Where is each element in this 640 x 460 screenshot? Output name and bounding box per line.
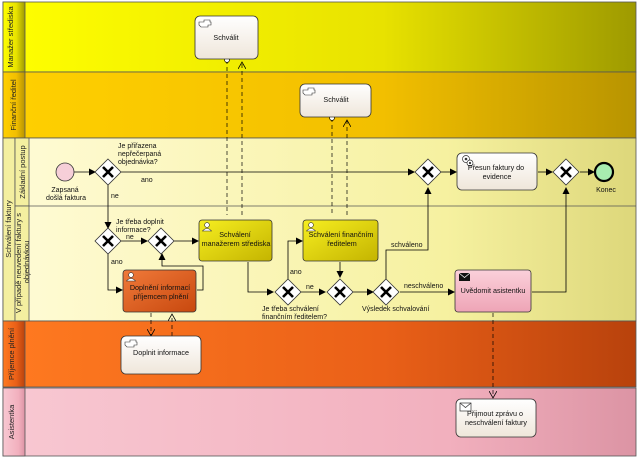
- question-cfo-needed: Je třeba schválení finančním ředitelem?: [262, 306, 327, 321]
- lane-manager: Manažer střediska: [2, 1, 637, 73]
- gateway-cfo-needed[interactable]: [274, 278, 302, 306]
- flow: [107, 254, 123, 294]
- task-transfer-invoice[interactable]: Přesun faktury do evidence: [456, 152, 538, 191]
- task-label-line: ředitelem: [327, 239, 357, 248]
- lane-recipient: Příjemce plnění: [2, 320, 637, 388]
- gateway-merge-end[interactable]: [552, 158, 580, 186]
- question-line: informace?: [116, 227, 151, 234]
- task-label: Přesun faktury do evidence: [468, 163, 526, 181]
- user-task-icon: [305, 222, 317, 232]
- question-complete-info: Je třeba doplnit informace?: [116, 219, 166, 234]
- flow: [287, 237, 303, 280]
- task-label: Schválit: [323, 95, 348, 104]
- task-label: Schválení manažerem střediska: [202, 230, 271, 248]
- flow: [158, 253, 204, 291]
- question-line: objednávka?: [118, 159, 158, 166]
- lane-label-assistant: Asistentka: [7, 404, 16, 439]
- flow-label-ano-sub: ano: [111, 259, 123, 266]
- manual-task-icon: [198, 19, 212, 28]
- lane-label-manager: Manažer střediska: [6, 6, 15, 68]
- task-label-line: Doplnění informací: [130, 283, 190, 292]
- task-label: Doplnění informací příjemcem plnění: [130, 283, 192, 301]
- task-approve-manager[interactable]: Schválit: [194, 15, 259, 60]
- task-label-line: Schválení: [219, 230, 251, 239]
- flow-label-ano-cfo: ano: [290, 269, 302, 276]
- user-task-icon: [125, 272, 137, 282]
- message-flows: [151, 57, 493, 398]
- question-line: Je přiřazena: [118, 143, 157, 150]
- flow-label-vysledek: Výsledek schvalování: [362, 306, 429, 313]
- task-label: Přijmout zprávu o neschválení faktury: [465, 409, 527, 427]
- task-label-line: Přijmout zprávu o: [467, 409, 523, 418]
- start-event[interactable]: [55, 162, 75, 182]
- task-cfo-approval[interactable]: Schválení finančním ředitelem: [302, 219, 379, 262]
- gateway-merge-info[interactable]: [147, 227, 175, 255]
- flow-label-neschvaleno: neschváleno: [404, 283, 443, 290]
- task-notify-assistant[interactable]: Uvědomit asistentku: [454, 269, 532, 313]
- manual-task-icon: [302, 87, 316, 96]
- task-label: Schválit: [213, 33, 238, 42]
- lane-assistant: Asistentka: [2, 387, 637, 457]
- end-event-label: Konec: [596, 187, 616, 194]
- sequence-flows: [74, 168, 595, 296]
- gateway-merge-approval[interactable]: [326, 278, 354, 306]
- lane-label-recipient: Příjemce plnění: [7, 327, 16, 380]
- task-approve-cfo[interactable]: Schválit: [299, 83, 372, 118]
- task-label: Uvědomit asistentku: [461, 286, 526, 295]
- gateway-complete-info[interactable]: [94, 227, 122, 255]
- question-line: nepřečerpaná: [118, 151, 161, 158]
- task-complete-info[interactable]: Doplnit informace: [120, 335, 202, 375]
- start-event-label: Zapsaná došlá faktura: [46, 187, 86, 202]
- task-manager-approval[interactable]: Schválení manažerem střediska: [198, 219, 273, 262]
- task-label-line: Přesun faktury do: [468, 163, 524, 172]
- task-label: Schválení finančním ředitelem: [309, 230, 376, 248]
- question-line: finančním ředitelem?: [262, 314, 327, 321]
- service-task-icon: [462, 155, 474, 167]
- start-event-label-line: došlá faktura: [46, 195, 86, 202]
- lane-label-cfo: Finanční ředitel: [9, 79, 18, 131]
- receive-message-icon: [459, 402, 472, 412]
- send-message-icon: [458, 272, 471, 281]
- question-assigned-order: Je přiřazena nepřečerpaná objednávka?: [118, 143, 163, 166]
- flow: [532, 187, 570, 293]
- lane-label-sub: V případě neuvedení faktury s objednávko…: [14, 211, 31, 313]
- flow-label-ne-sub: ne: [126, 234, 134, 241]
- task-label-line: manažerem střediska: [202, 239, 271, 248]
- pool-label: Schválení faktury: [4, 200, 13, 258]
- task-label-line: evidence: [483, 172, 512, 181]
- gateway-assigned-order[interactable]: [94, 158, 122, 186]
- flow-label-schvaleno: schváleno: [391, 242, 423, 249]
- flow: [385, 187, 432, 279]
- question-line: Je třeba doplnit: [116, 219, 164, 226]
- lane-label-sub-2: objednávkou: [22, 241, 31, 284]
- task-label-line: příjemcem plnění: [133, 292, 188, 301]
- task-label-line: neschválení faktury: [465, 418, 527, 427]
- gateway-merge-main[interactable]: [414, 158, 442, 186]
- user-task-icon: [201, 222, 213, 232]
- task-label-line: Schválení finančním: [309, 230, 374, 239]
- task-label: Doplnit informace: [133, 348, 189, 357]
- flow-label-ne-cfo: ne: [306, 284, 314, 291]
- gateway-approval-result[interactable]: [372, 278, 400, 306]
- flow: [247, 262, 274, 296]
- end-event[interactable]: [593, 161, 615, 183]
- flow-label-ne: ne: [111, 193, 119, 200]
- task-receive-message[interactable]: Přijmout zprávu o neschválení faktury: [455, 398, 537, 438]
- lane-label-main: Základní postup: [18, 145, 27, 198]
- flow-label-ano: ano: [141, 177, 153, 184]
- manual-task-icon: [124, 339, 138, 348]
- lane-label-sub-1: V případě neuvedení faktury s: [14, 213, 23, 313]
- task-complete-info-subprocess[interactable]: Doplnění informací příjemcem plnění: [122, 269, 197, 313]
- question-line: Je třeba schválení: [262, 306, 319, 313]
- start-event-label-line: Zapsaná: [51, 187, 78, 194]
